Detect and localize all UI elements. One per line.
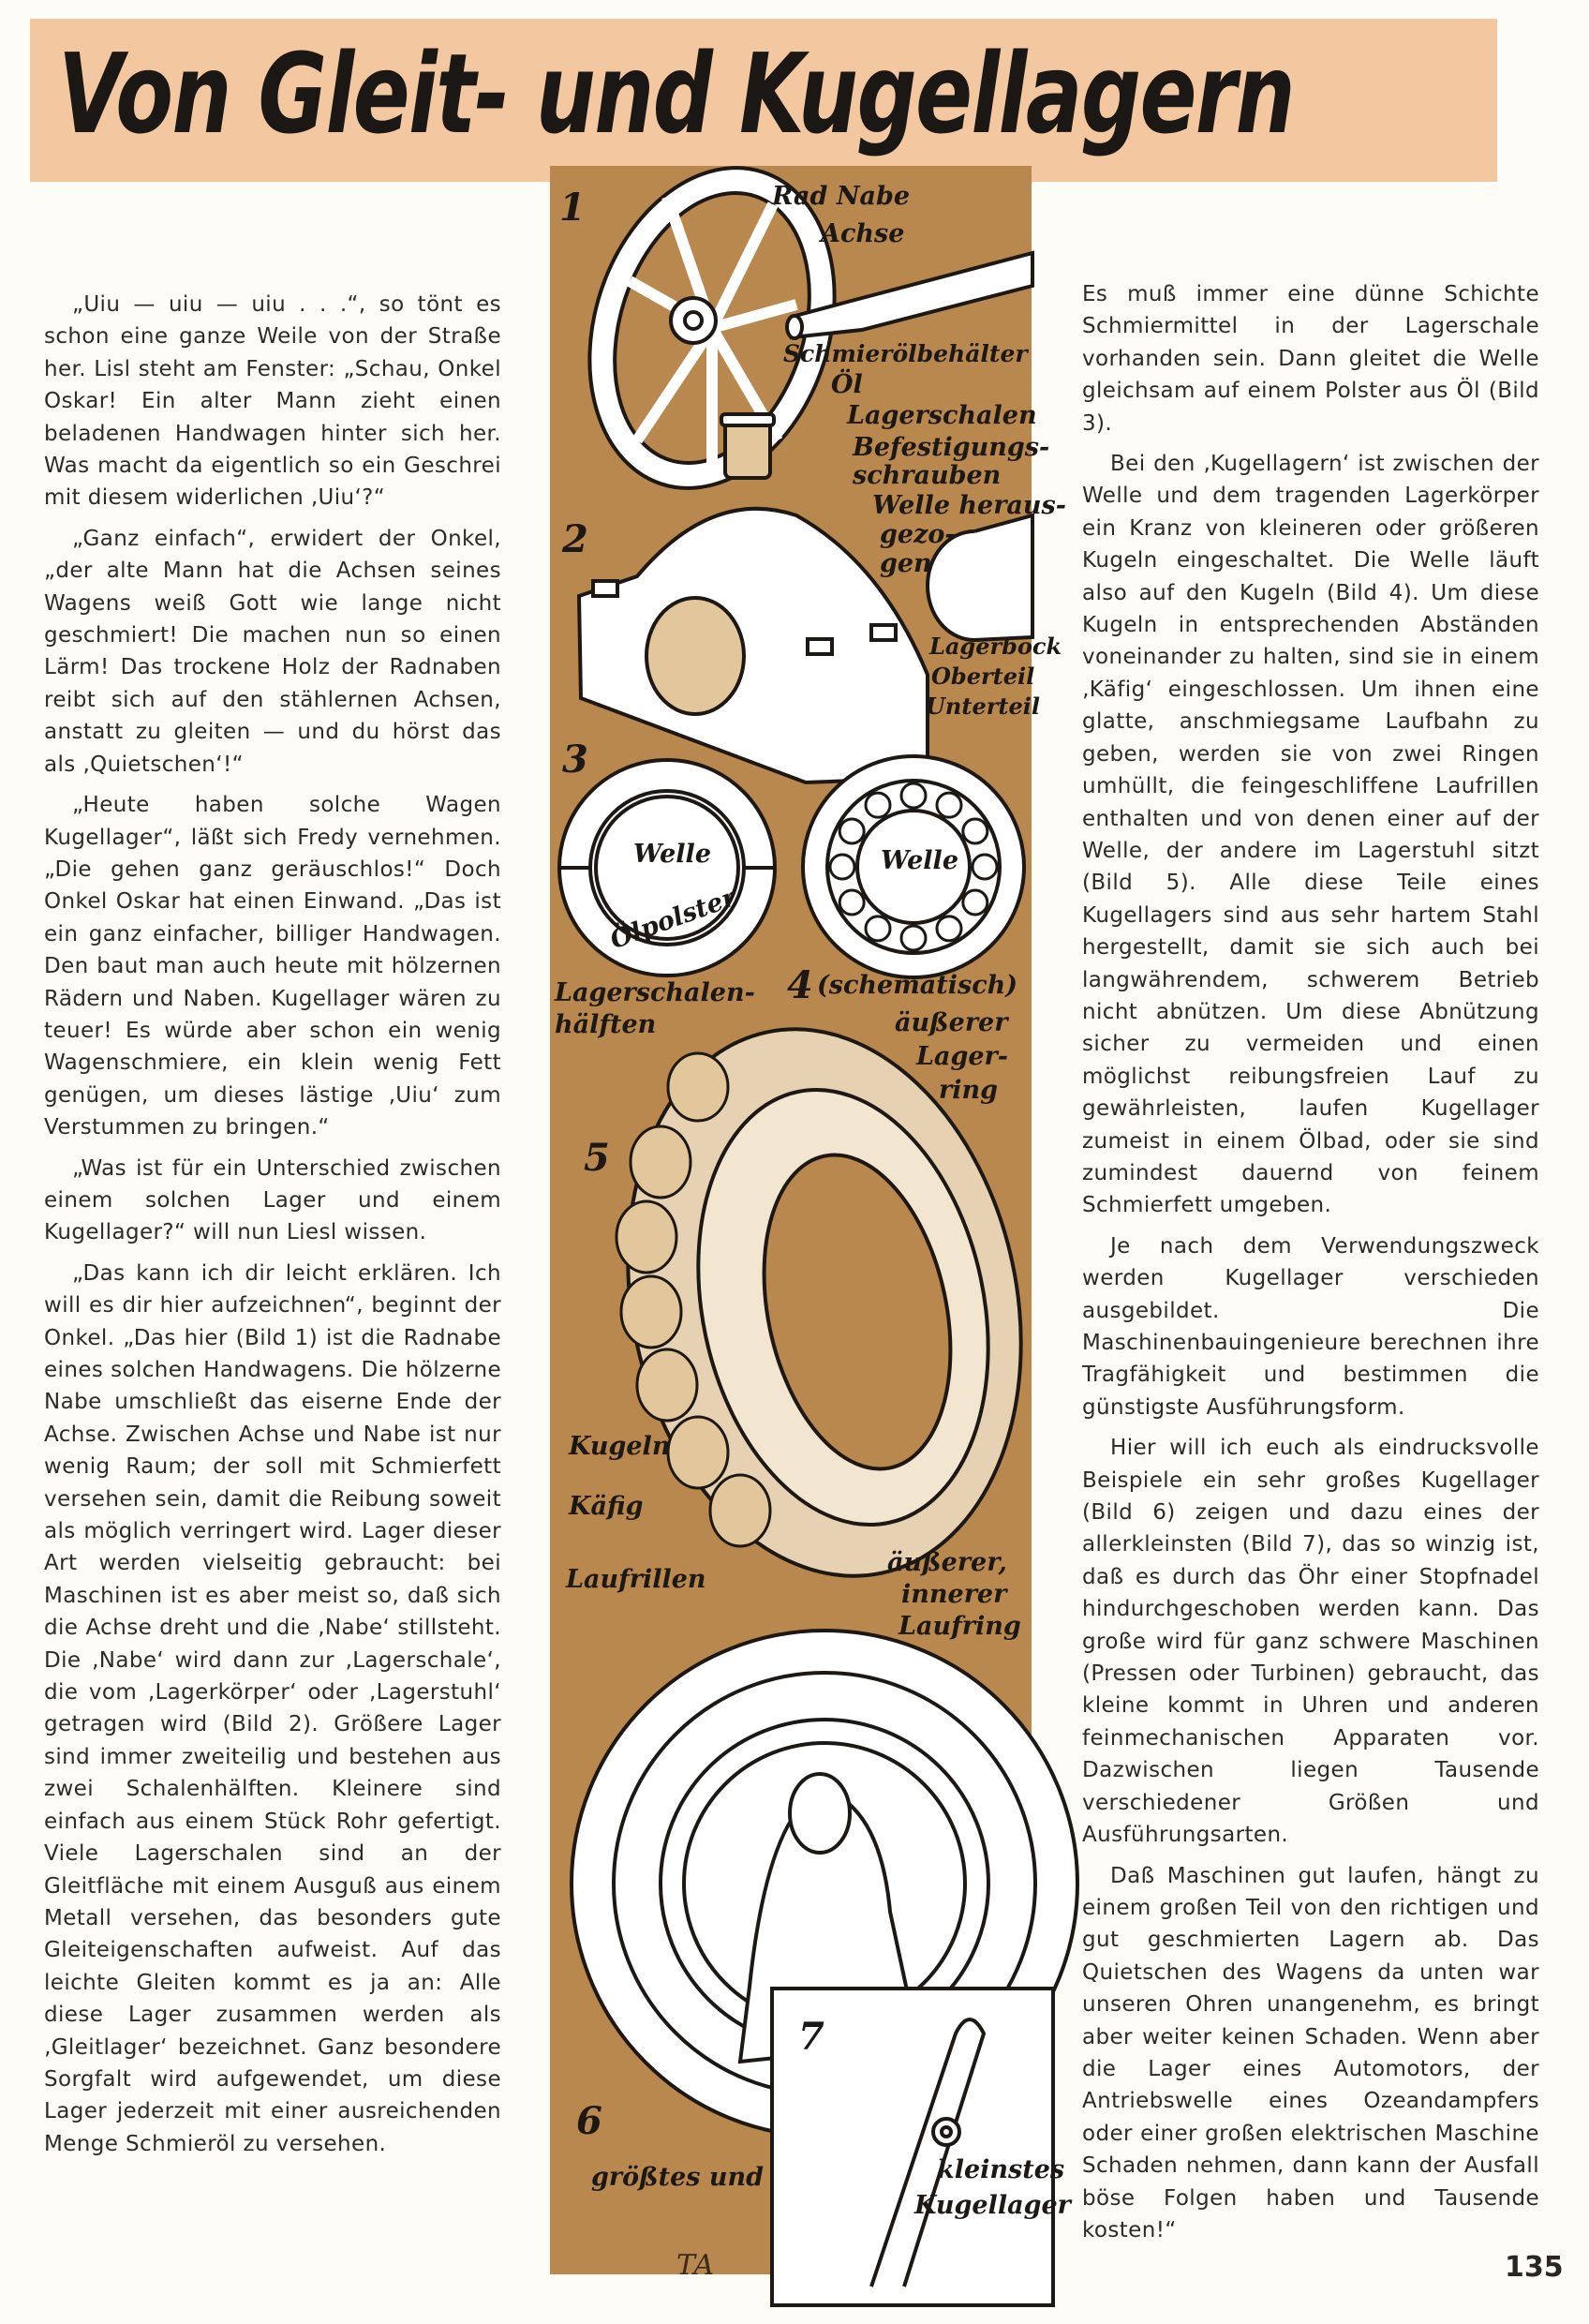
paragraph: Daß Maschinen gut laufen, hängt zu einem… [1082, 1863, 1539, 2242]
bearing-block-drawing [576, 412, 1034, 785]
ball-icon [961, 888, 989, 916]
figure-number: 6 [576, 2099, 602, 2143]
label-groesstes: größtes und [591, 2163, 765, 2192]
ball-icon [899, 782, 928, 810]
left-text-column: „Uiu — uiu — uiu . . .“, so tönt es scho… [44, 289, 501, 2168]
ball-icon [864, 791, 892, 819]
smallest-bearing-box [770, 1987, 1055, 2307]
ball-icon [828, 853, 856, 881]
ball-icon [838, 888, 866, 916]
ball-icon [838, 817, 866, 845]
label-welle-herausgezogen: gen [880, 549, 932, 578]
ball-bearing-cutaway-drawing [615, 1027, 1023, 1578]
label-welle-herausgezogen: Welle heraus- [872, 491, 1066, 520]
label-achse: Achse [821, 219, 905, 248]
ball-icon [899, 924, 928, 952]
paragraph: Hier will ich euch als eindrucksvolle Be… [1082, 1436, 1539, 1848]
label-welle: Welle [633, 840, 711, 869]
label-oberteil: Oberteil [931, 663, 1035, 690]
paragraph: „Das kann ich dir leicht erklären. Ich w… [44, 1260, 501, 2156]
label-laufring: Laufring [898, 1612, 1021, 1641]
ball-icon [961, 817, 989, 845]
figure-number: 4 [787, 963, 813, 1007]
ball-icon [935, 791, 963, 819]
ball-icon [935, 915, 963, 943]
paragraph: „Ganz einfach“, erwidert der Onkel, „der… [44, 526, 501, 777]
figure-number: 7 [798, 2015, 824, 2059]
label-lagerschalen: Lagerschalen [847, 401, 1037, 430]
right-text-column: Es muß immer eine dünne Schichte Schmier… [1082, 278, 1539, 2255]
paragraph: Je nach dem Verwendungszweck werden Kuge… [1082, 1233, 1539, 1420]
label-kleinstes: kleinstes [937, 2155, 1065, 2184]
label-oel: Öl [831, 370, 863, 399]
label-schematisch: (schematisch) [817, 971, 1018, 1000]
label-laufring: innerer [901, 1580, 1007, 1609]
label-schmieroelbehaelter: Schmierölbehälter [783, 340, 1028, 367]
label-befestigung: Befestigungs- [853, 433, 1050, 462]
label-welle: Welle [881, 846, 958, 875]
label-kugeln: Kugeln [569, 1432, 671, 1461]
label-befestigung: schrauben [853, 461, 1002, 490]
label-lagerbock: Lagerbock [929, 633, 1062, 660]
ball-icon [864, 915, 892, 943]
label-aeusserer-lagerring: Lager- [916, 1042, 1008, 1071]
paragraph: „Uiu — uiu — uiu . . .“, so tönt es scho… [44, 292, 501, 511]
figure-number: 1 [559, 186, 586, 230]
figure-number: 3 [562, 737, 588, 782]
figure-number: 5 [584, 1136, 610, 1180]
label-lagerschalenhaelften: hälften [555, 1010, 657, 1039]
label-aeusserer-lagerring: ring [939, 1076, 998, 1105]
page-title: Von Gleit- und Kugellagern [58, 29, 1295, 158]
label-rad-nabe: Rad Nabe [772, 182, 911, 211]
label-welle-herausgezogen: gezo- [880, 520, 956, 549]
title-band [30, 19, 1497, 182]
label-aeusserer-lagerring: äußerer [895, 1008, 1008, 1037]
label-kaefig: Käfig [569, 1492, 644, 1521]
page-number: 135 [1505, 2251, 1564, 2284]
paragraph: Es muß immer eine dünne Schichte Schmier… [1082, 282, 1539, 436]
label-laufrillen: Laufrillen [566, 1565, 706, 1594]
figure-number: 2 [562, 517, 588, 561]
paragraph: Bei den ‚Kugellagern‘ ist zwischen der W… [1082, 452, 1539, 1218]
label-lagerschalenhaelften: Lagerschalen- [555, 978, 755, 1007]
label-kleinstes: Kugellager [914, 2191, 1071, 2220]
paragraph: „Was ist für ein Unterschied zwischen ei… [44, 1155, 501, 1245]
ball-icon [971, 853, 999, 881]
label-laufring: äußerer, [887, 1548, 1007, 1577]
artist-signature: TA [676, 2249, 715, 2282]
paragraph: „Heute haben solche Wagen Kugellager“, l… [44, 793, 501, 1140]
wheel-drawing [587, 166, 1034, 490]
label-unterteil: Unterteil [926, 693, 1040, 720]
